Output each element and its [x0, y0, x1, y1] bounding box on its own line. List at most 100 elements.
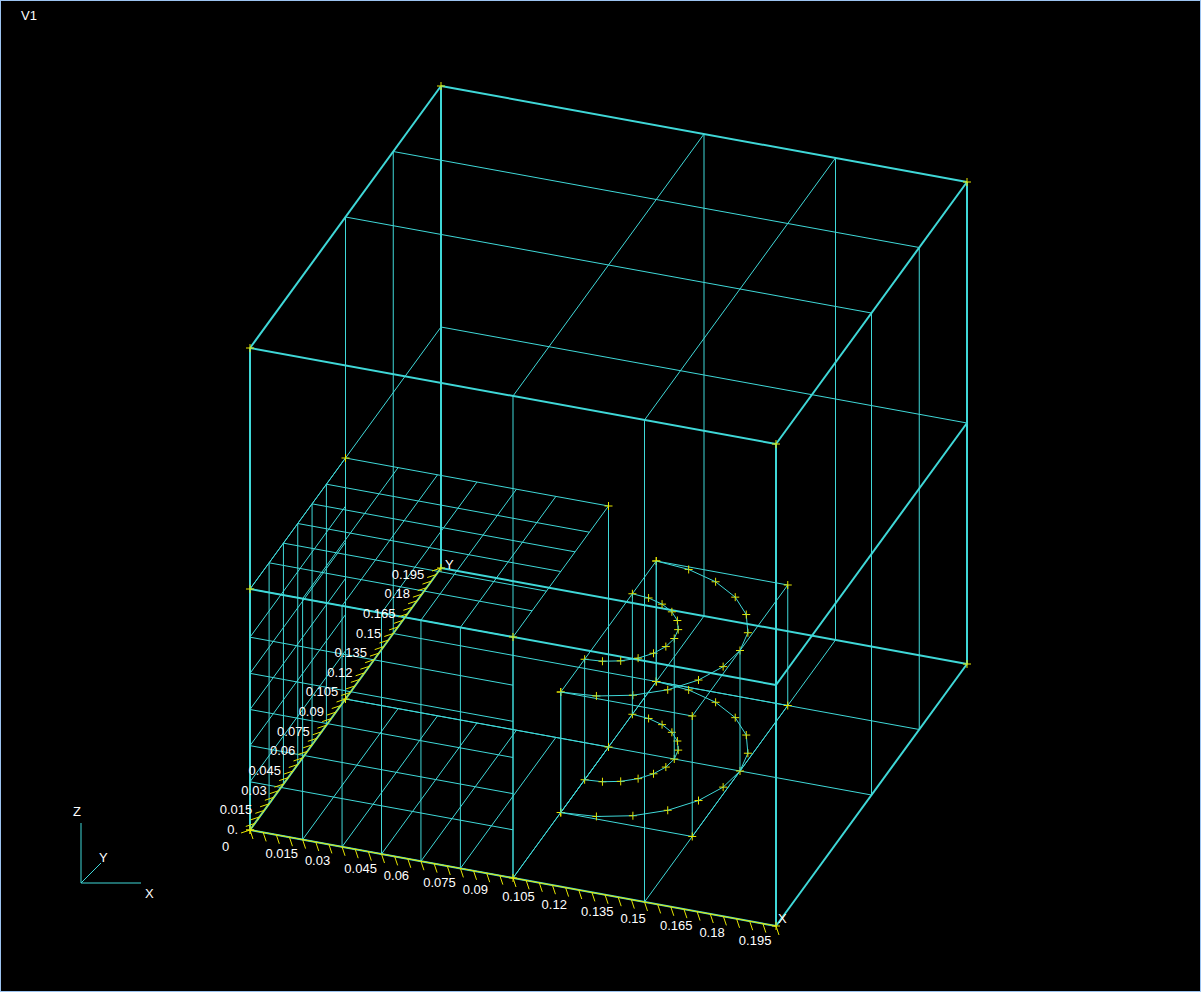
mesh-edge [460, 737, 556, 868]
vertex-mark [250, 585, 251, 593]
arc-edge [561, 813, 597, 817]
arc-edge [723, 651, 740, 667]
axis-label: 0.09 [299, 705, 324, 718]
arc-edge [561, 692, 597, 696]
vertex-mark [250, 344, 251, 352]
arc-edge [596, 815, 632, 817]
axis-tick [658, 904, 661, 913]
axis-label: 0.075 [423, 876, 456, 889]
arc-edge [666, 639, 674, 647]
mesh-edge [250, 542, 346, 673]
mesh-edge [656, 682, 788, 706]
axis-label: Y [445, 558, 454, 571]
mesh-edge [513, 396, 514, 878]
vertex-mark [787, 702, 788, 710]
axis-label: 0.015 [265, 847, 298, 860]
mesh-edge [656, 561, 657, 682]
mesh-edge [561, 692, 693, 716]
axis-tick [566, 888, 569, 897]
arc-edge [689, 690, 716, 702]
mesh-edge [656, 561, 788, 585]
axis-tick [526, 880, 529, 889]
mesh-edge [250, 506, 346, 637]
mesh-edge [561, 813, 693, 837]
axis-tick [737, 919, 740, 928]
mesh-edge [740, 651, 741, 772]
arc-edge [716, 582, 736, 597]
arc-edge [632, 714, 648, 718]
axis-tick [447, 866, 450, 875]
axis-label: 0.12 [542, 898, 567, 911]
arc-edge [674, 750, 678, 759]
axis-tick [250, 830, 253, 839]
axis-tick [241, 830, 250, 833]
mesh-edge [460, 627, 461, 868]
axis-label: 0.195 [392, 568, 425, 581]
axis-label: 0.09 [463, 883, 488, 896]
mesh-edge [420, 620, 421, 861]
arc-edge [596, 695, 632, 697]
axis-tick [421, 861, 424, 870]
axis-label: 0.06 [384, 869, 409, 882]
axis-tick [355, 849, 358, 858]
axis-label: 0.06 [270, 744, 295, 757]
axis-tick [513, 878, 516, 887]
arc-edge [632, 594, 648, 598]
axis-tick [395, 856, 398, 865]
axis-label: 0.105 [502, 890, 535, 903]
vertex-mark [692, 712, 693, 720]
vertex-mark [608, 502, 609, 510]
axis-label: 0.195 [739, 934, 772, 947]
axis-tick [276, 835, 279, 844]
axis-tick [408, 859, 411, 868]
mesh-edge [269, 563, 532, 611]
axis-tick [263, 832, 266, 841]
triad-label: X [145, 887, 154, 900]
mesh-edge [632, 594, 633, 715]
arc-edge [674, 630, 678, 639]
axis-tick [579, 890, 582, 899]
axis-label: 0.15 [356, 627, 381, 640]
axis-tick [723, 916, 726, 925]
mesh-edge [346, 217, 872, 313]
mesh-edge [326, 484, 589, 532]
viewport-name: V1 [21, 9, 37, 22]
arc-edge [662, 604, 672, 612]
axis-tick [618, 897, 621, 906]
vertex-mark [967, 660, 968, 668]
triad-label: Y [99, 851, 108, 864]
axis-tick [329, 844, 332, 853]
arc-edge [699, 787, 724, 800]
arc-edge [699, 667, 724, 680]
axis-label: 0.015 [220, 803, 253, 816]
arc-edge [735, 718, 746, 735]
axis-tick [631, 900, 634, 909]
triad-axis [81, 883, 141, 884]
mesh-edge [692, 716, 693, 837]
axis-label: 0.03 [305, 854, 330, 867]
mesh-edge [560, 692, 561, 813]
axis-tick [776, 926, 779, 935]
axis-tick [710, 914, 713, 923]
axis-label: 0.165 [363, 607, 396, 620]
axis-tick [697, 912, 700, 921]
triad-axis [81, 863, 101, 883]
mesh-edge [250, 637, 513, 685]
arc-edge [649, 598, 662, 604]
triad-label: Z [73, 805, 81, 818]
mesh-edge [441, 327, 967, 423]
mesh-edge [776, 423, 967, 685]
arc-edge [668, 680, 699, 690]
arc-edge [735, 597, 746, 614]
mesh-edge [312, 504, 575, 552]
axis-label: 0.075 [277, 725, 310, 738]
axis-label: 0 [222, 840, 229, 853]
arc-edge [672, 612, 678, 621]
axis-label: 0.18 [385, 587, 410, 600]
arc-edge [654, 647, 666, 654]
axis-tick [539, 883, 542, 892]
axis-tick [487, 873, 490, 882]
axis-label: 0.105 [306, 685, 339, 698]
mesh-edge [561, 561, 657, 692]
